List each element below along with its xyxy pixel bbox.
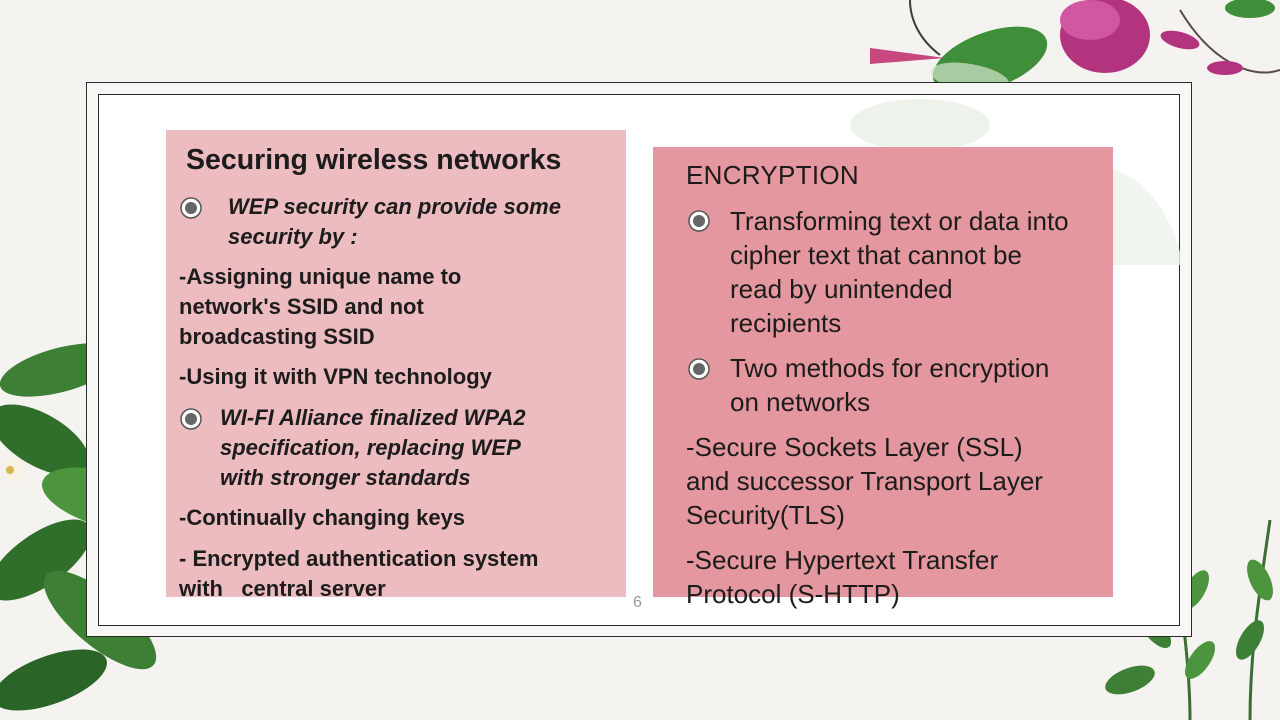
left-item3: -Continually changing keys <box>179 505 466 530</box>
left-content-panel <box>166 130 626 597</box>
right-bullet1-line3: read by unintended <box>730 274 953 304</box>
right-panel-title: ENCRYPTION <box>686 160 859 190</box>
bullet-icon <box>180 408 202 430</box>
bullet-icon <box>180 197 202 219</box>
right-bullet2-line1: Two methods for encryption <box>730 353 1050 383</box>
bullet-icon <box>688 210 710 232</box>
bullet-icon <box>688 358 710 380</box>
left-bullet2-line2: specification, replacing WEP <box>220 435 521 460</box>
page-number: 6 <box>633 594 642 611</box>
left-item1-line3: broadcasting SSID <box>179 324 375 349</box>
right-bullet1-line4: recipients <box>730 308 842 338</box>
left-bullet2-line1: WI-FI Alliance finalized WPA2 <box>220 405 526 430</box>
left-item4-line2: with central server <box>179 576 386 601</box>
left-item1-line2: network's SSID and not <box>179 294 424 319</box>
right-item2-line2: Protocol (S-HTTP) <box>686 579 900 609</box>
right-item1-line2: and successor Transport Layer <box>686 466 1043 496</box>
left-bullet1-line1: WEP security can provide some <box>228 194 561 219</box>
left-item1-line1: -Assigning unique name to <box>179 264 462 289</box>
right-item2-line1: -Secure Hypertext Transfer <box>686 545 999 575</box>
right-bullet2-line2: on networks <box>730 387 871 417</box>
right-bullet1-line1: Transforming text or data into <box>730 206 1069 236</box>
left-bullet1-line2: security by : <box>228 224 358 249</box>
right-item1-line1: -Secure Sockets Layer (SSL) <box>686 432 1023 462</box>
left-item4-line1: - Encrypted authentication system <box>179 546 539 571</box>
left-panel-title: Securing wireless networks <box>186 144 562 176</box>
right-item1-line3: Security(TLS) <box>686 500 845 530</box>
right-content-panel <box>653 147 1113 597</box>
left-bullet2-line3: with stronger standards <box>220 465 471 490</box>
left-item2: -Using it with VPN technology <box>179 364 492 389</box>
right-bullet1-line2: cipher text that cannot be <box>730 240 1022 270</box>
